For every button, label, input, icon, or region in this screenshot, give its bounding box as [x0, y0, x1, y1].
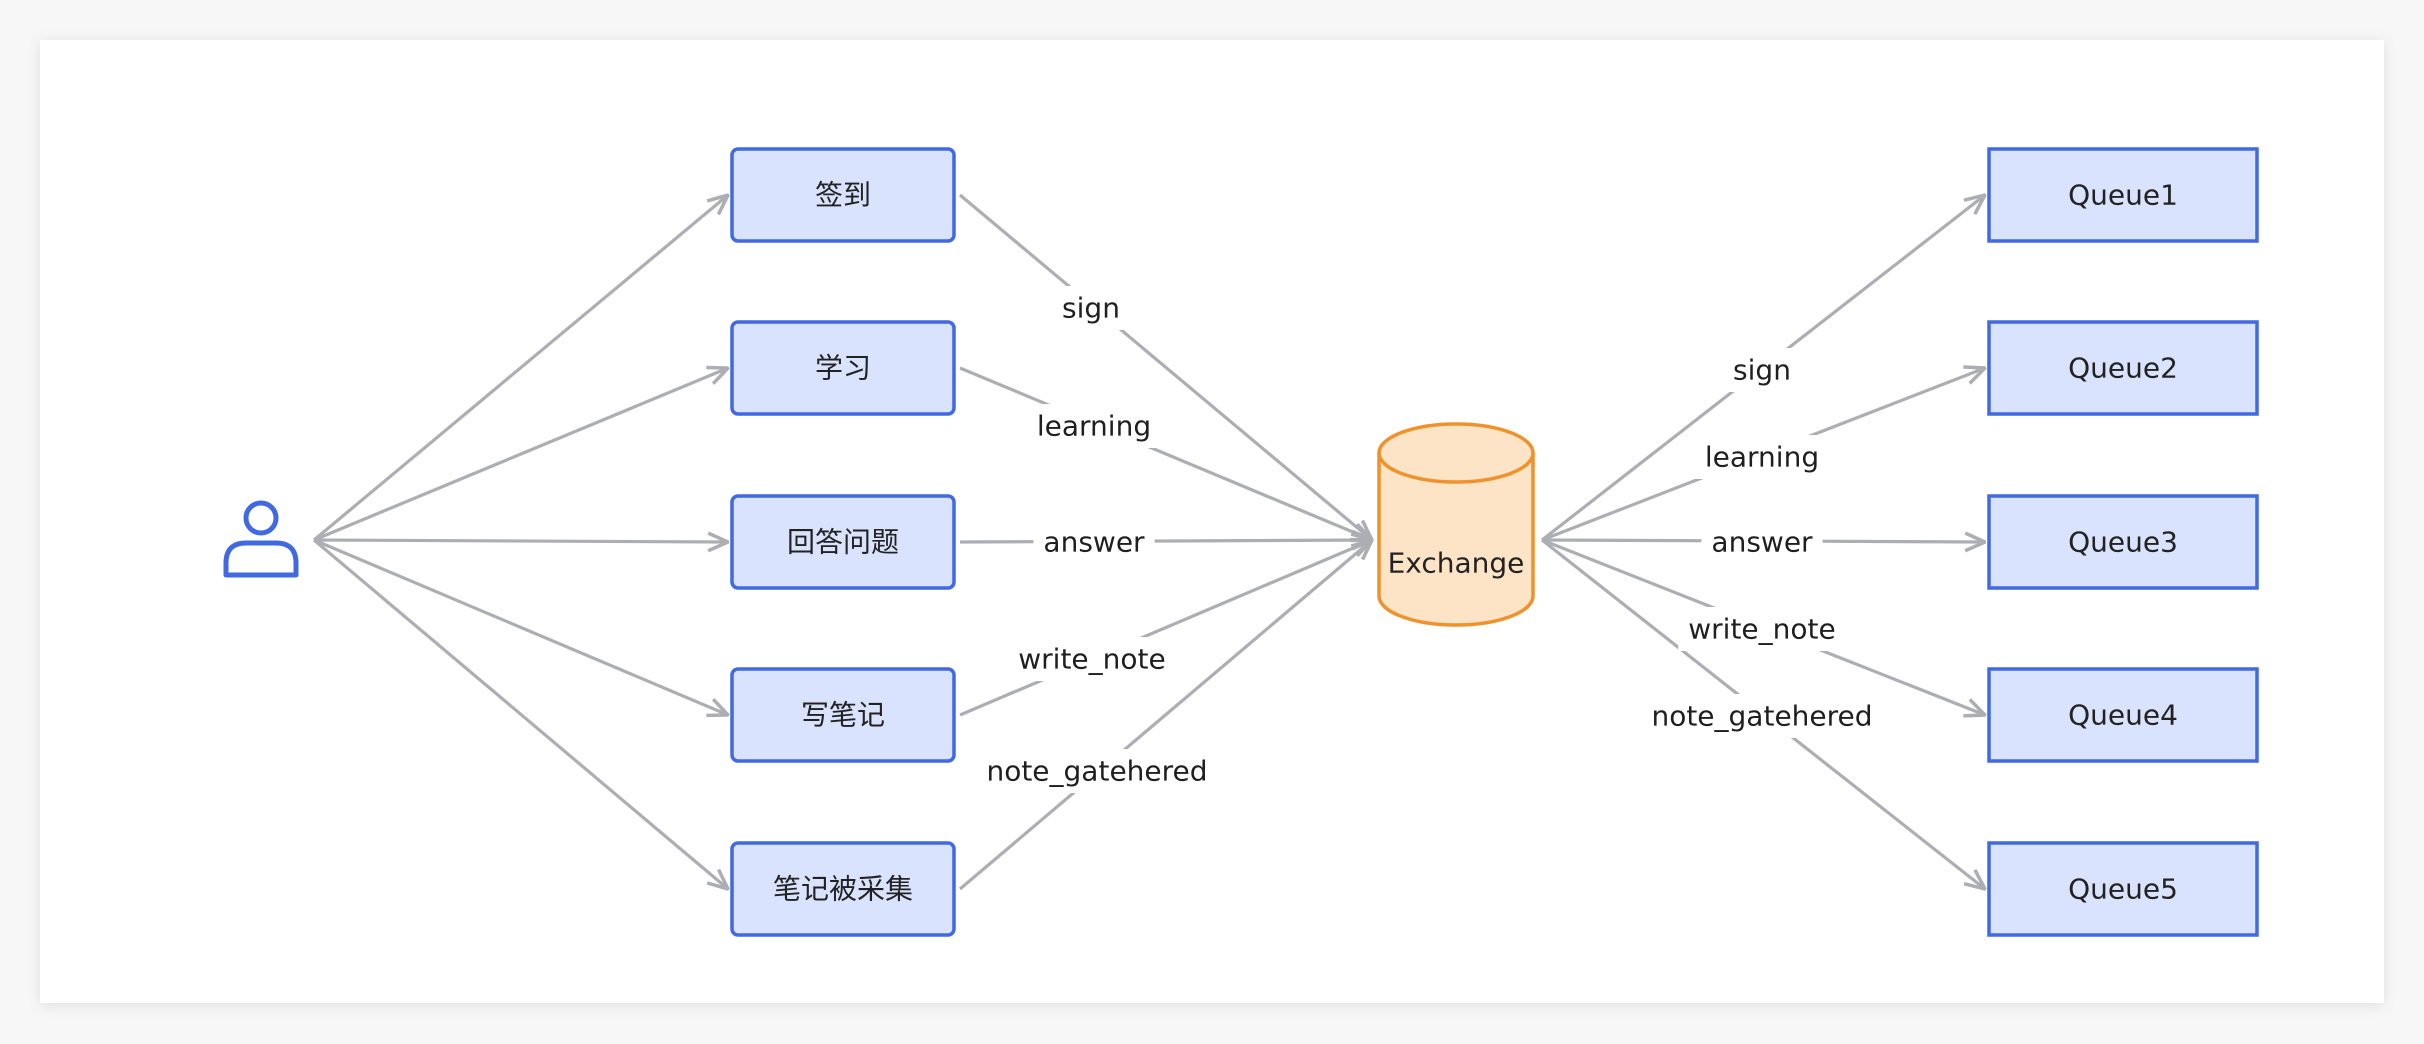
edge-labels-layer: sign learning answer write_note note_gateher…: [976, 286, 1883, 793]
queue-node-2-label: Queue2: [2068, 352, 2178, 385]
edge-action-to-exchange-4: [959, 540, 1372, 717]
action-node-4[interactable]: 写笔记: [730, 667, 956, 763]
routing-key-in-5-background: [976, 749, 1218, 793]
routing-key-out-5: note_gatehered: [1651, 700, 1872, 733]
edge-user-to-action-5: [312, 538, 728, 889]
queue-node-3-shape: [1987, 494, 2259, 590]
queue-node-4-shape: [1987, 667, 2259, 763]
routing-key-out-2-background: [1694, 435, 1830, 479]
action-node-5[interactable]: 笔记被采集: [730, 841, 956, 937]
routing-key-in-3-background: [1033, 520, 1155, 564]
routing-key-out-5-background: [1641, 694, 1883, 738]
action-node-3-label: 回答问题: [787, 526, 899, 559]
diagram-canvas: sign learning answer write_note note_gateher…: [40, 40, 2384, 1003]
action-node-2-shape: [730, 320, 956, 416]
routing-key-out-4: write_note: [1688, 613, 1835, 646]
routing-key-in-4: write_note: [1018, 643, 1165, 676]
routing-key-in-2-group: learning: [1026, 404, 1162, 448]
action-node-4-label: 写笔记: [801, 699, 885, 732]
action-node-3[interactable]: 回答问题: [730, 494, 956, 590]
queue-node-4-label: Queue4: [2068, 699, 2178, 732]
queue-node-2[interactable]: Queue2: [1987, 320, 2259, 416]
edge-action-to-exchange-3: [959, 540, 1372, 542]
exchange-cylinder-top: [1377, 422, 1535, 484]
action-node-1-label: 签到: [815, 179, 871, 212]
queue-node-1-shape: [1987, 147, 2259, 243]
edge-user-to-action-3: [313, 540, 728, 542]
routing-key-out-1: sign: [1733, 354, 1791, 387]
routing-key-out-1-background: [1723, 348, 1801, 392]
routing-key-in-5-group: note_gatehered: [976, 749, 1218, 793]
routing-key-out-4-background: [1678, 607, 1846, 651]
routing-key-in-3: answer: [1043, 526, 1145, 559]
exchange-label: Exchange: [1388, 547, 1525, 580]
action-node-1-shape: [730, 147, 956, 243]
edge-action-to-exchange-1: [958, 193, 1372, 540]
routing-key-out-3-background: [1701, 520, 1823, 564]
routing-key-in-2: learning: [1037, 410, 1151, 443]
routing-key-out-1-group: sign: [1723, 348, 1801, 392]
person-icon-head: [243, 500, 279, 536]
person-icon: [223, 500, 299, 578]
routing-key-out-2: learning: [1705, 441, 1819, 474]
queue-node-5[interactable]: Queue5: [1987, 841, 2259, 937]
edge-action-to-exchange-2: [959, 366, 1372, 540]
queue-node-5-shape: [1987, 841, 2259, 937]
person-icon-body: [223, 540, 299, 578]
routing-key-out-3: answer: [1711, 526, 1813, 559]
queue-node-3[interactable]: Queue3: [1987, 494, 2259, 590]
routing-key-in-1-background: [1052, 286, 1130, 330]
exchange-node[interactable]: Exchange: [1377, 422, 1535, 627]
routing-key-out-4-group: write_note: [1678, 607, 1846, 651]
routing-key-in-1-group: sign: [1052, 286, 1130, 330]
action-node-2[interactable]: 学习: [730, 320, 956, 416]
queue-node-1[interactable]: Queue1: [1987, 147, 2259, 243]
action-node-3-shape: [730, 494, 956, 590]
queue-node-5-label: Queue5: [2068, 873, 2178, 906]
edge-action-to-exchange-5: [958, 540, 1372, 891]
edge-user-to-action-4: [313, 538, 728, 715]
routing-key-out-2-group: learning: [1694, 435, 1830, 479]
action-node-5-shape: [730, 841, 956, 937]
routing-key-in-2-background: [1026, 404, 1162, 448]
exchange-cylinder-body: [1377, 453, 1535, 627]
queue-node-1-label: Queue1: [2068, 179, 2178, 212]
routing-key-in-4-group: write_note: [1008, 637, 1176, 681]
action-node-1[interactable]: 签到: [730, 147, 956, 243]
routing-key-out-5-group: note_gatehered: [1641, 694, 1883, 738]
action-node-4-shape: [730, 667, 956, 763]
queue-node-3-label: Queue3: [2068, 526, 2178, 559]
flow-diagram: sign learning answer write_note note_gateher…: [223, 147, 2259, 937]
edge-user-to-action-1: [312, 195, 728, 542]
routing-key-in-1: sign: [1062, 292, 1120, 325]
routing-key-in-3-group: answer: [1033, 520, 1155, 564]
routing-key-in-5: note_gatehered: [986, 755, 1207, 788]
queue-node-2-shape: [1987, 320, 2259, 416]
routing-key-in-4-background: [1008, 637, 1176, 681]
queue-node-4[interactable]: Queue4: [1987, 667, 2259, 763]
action-node-5-label: 笔记被采集: [773, 873, 913, 906]
edge-user-to-action-2: [313, 368, 728, 542]
routing-key-out-3-group: answer: [1701, 520, 1823, 564]
action-node-2-label: 学习: [815, 352, 871, 385]
